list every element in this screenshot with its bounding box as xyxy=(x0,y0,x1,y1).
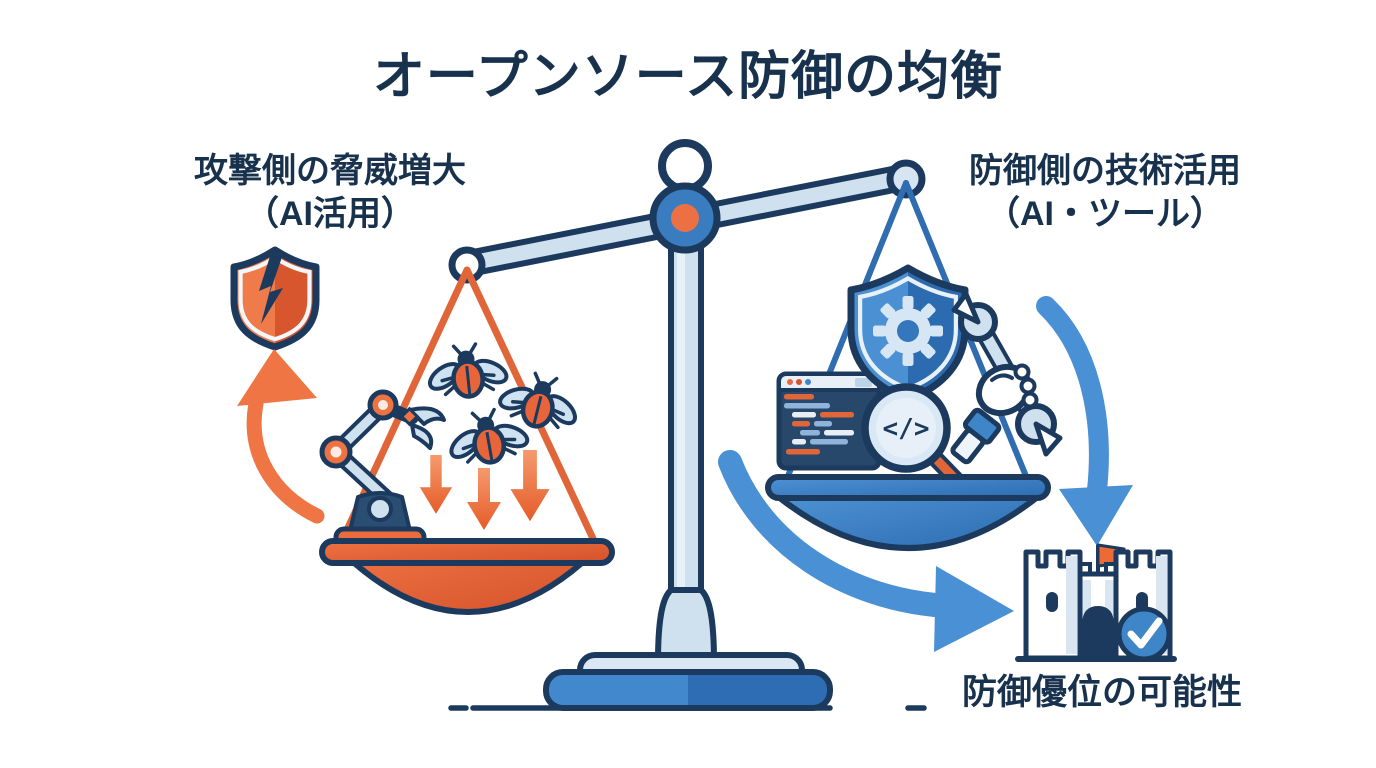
gear-icon xyxy=(873,296,943,366)
window-dot xyxy=(787,379,793,385)
defense-side-label-line1: 防御側の技術活用 xyxy=(969,152,1241,190)
scale-pivot-center xyxy=(671,204,699,232)
attack-side-label-line2: （AI活用） xyxy=(245,194,415,233)
down-arrow-icon xyxy=(419,455,453,514)
defense-side-label: 防御側の技術活用 （AI・ツール） xyxy=(915,150,1295,236)
claw-upper xyxy=(408,406,446,426)
claw-lower xyxy=(410,423,434,450)
wrench-hand-icon xyxy=(950,291,1063,465)
code-glyph: </> xyxy=(883,414,930,444)
defense-pan-group: </> xyxy=(765,180,1063,551)
defense-side-label-line2: （AI・ツール） xyxy=(986,194,1224,233)
page-title: オープンソース防御の均衡 xyxy=(372,48,1004,106)
scale-beam xyxy=(448,139,926,284)
beam-end-right xyxy=(886,159,926,199)
check-circle-icon xyxy=(1116,606,1172,662)
scale-pole xyxy=(668,189,704,605)
tower-window xyxy=(1046,592,1058,612)
scale-pole-highlight xyxy=(677,198,685,596)
scale-stand xyxy=(543,189,833,711)
castle-icon xyxy=(1015,543,1177,662)
outcome-label: 防御優位の可能性 xyxy=(961,673,1242,712)
attack-side-label: 攻撃側の脅威増大 （AI活用） xyxy=(140,150,520,236)
attack-pan xyxy=(319,538,615,615)
castle-door xyxy=(1082,606,1114,658)
defense-pan xyxy=(765,474,1051,551)
broken-shield-icon xyxy=(230,246,320,351)
code-lines xyxy=(784,394,854,455)
down-arrow-icon xyxy=(510,450,550,522)
defense-flow-arrow xyxy=(718,450,1014,652)
window-dot xyxy=(796,379,802,385)
beam-end-left xyxy=(448,246,486,284)
threat-increase-arrow xyxy=(237,349,325,524)
robot-cuff xyxy=(962,407,1002,445)
robot-arm-icon xyxy=(319,389,446,549)
scale-pole-flare xyxy=(654,587,718,665)
down-arrow-icon xyxy=(467,468,501,530)
attack-pan-group xyxy=(319,266,615,615)
scale-base-bottom xyxy=(543,669,833,711)
defense-down-arrow xyxy=(1036,296,1133,546)
bug-icon xyxy=(423,341,512,401)
scale-finial xyxy=(658,139,712,193)
magnifier-code-icon: </> xyxy=(861,383,973,497)
attack-side-label-line1: 攻撃側の脅威増大 xyxy=(194,152,466,190)
window-dot xyxy=(805,379,811,385)
